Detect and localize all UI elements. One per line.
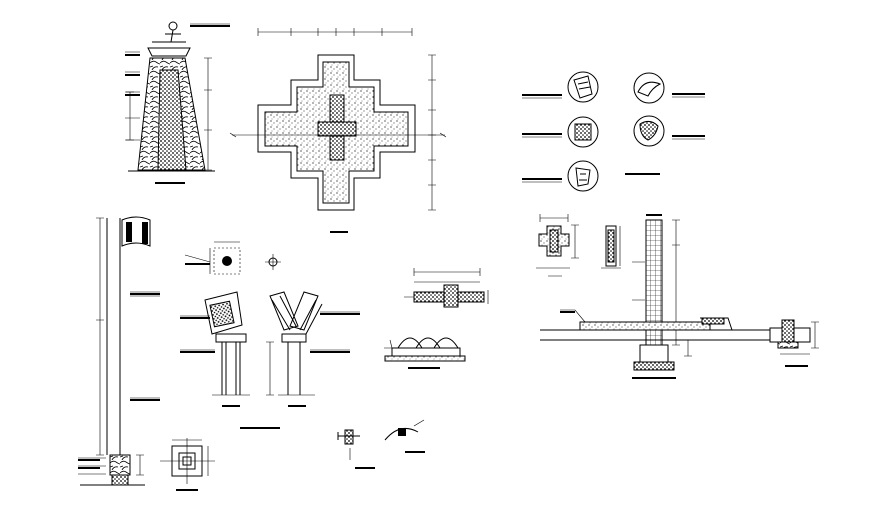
monument-elevation (125, 21, 230, 184)
cross-post-details (536, 214, 621, 277)
sign-post-elevations (180, 291, 360, 429)
joint-details (337, 419, 425, 469)
monolith-section (540, 214, 770, 379)
arch-wall-detail (384, 268, 489, 369)
curb-detail (769, 319, 819, 367)
cross-plan (229, 28, 447, 233)
flagpole-elevation (78, 216, 160, 486)
symbol-medallions (522, 71, 705, 192)
base-plan (160, 438, 215, 491)
post-plan-detail (184, 241, 281, 275)
